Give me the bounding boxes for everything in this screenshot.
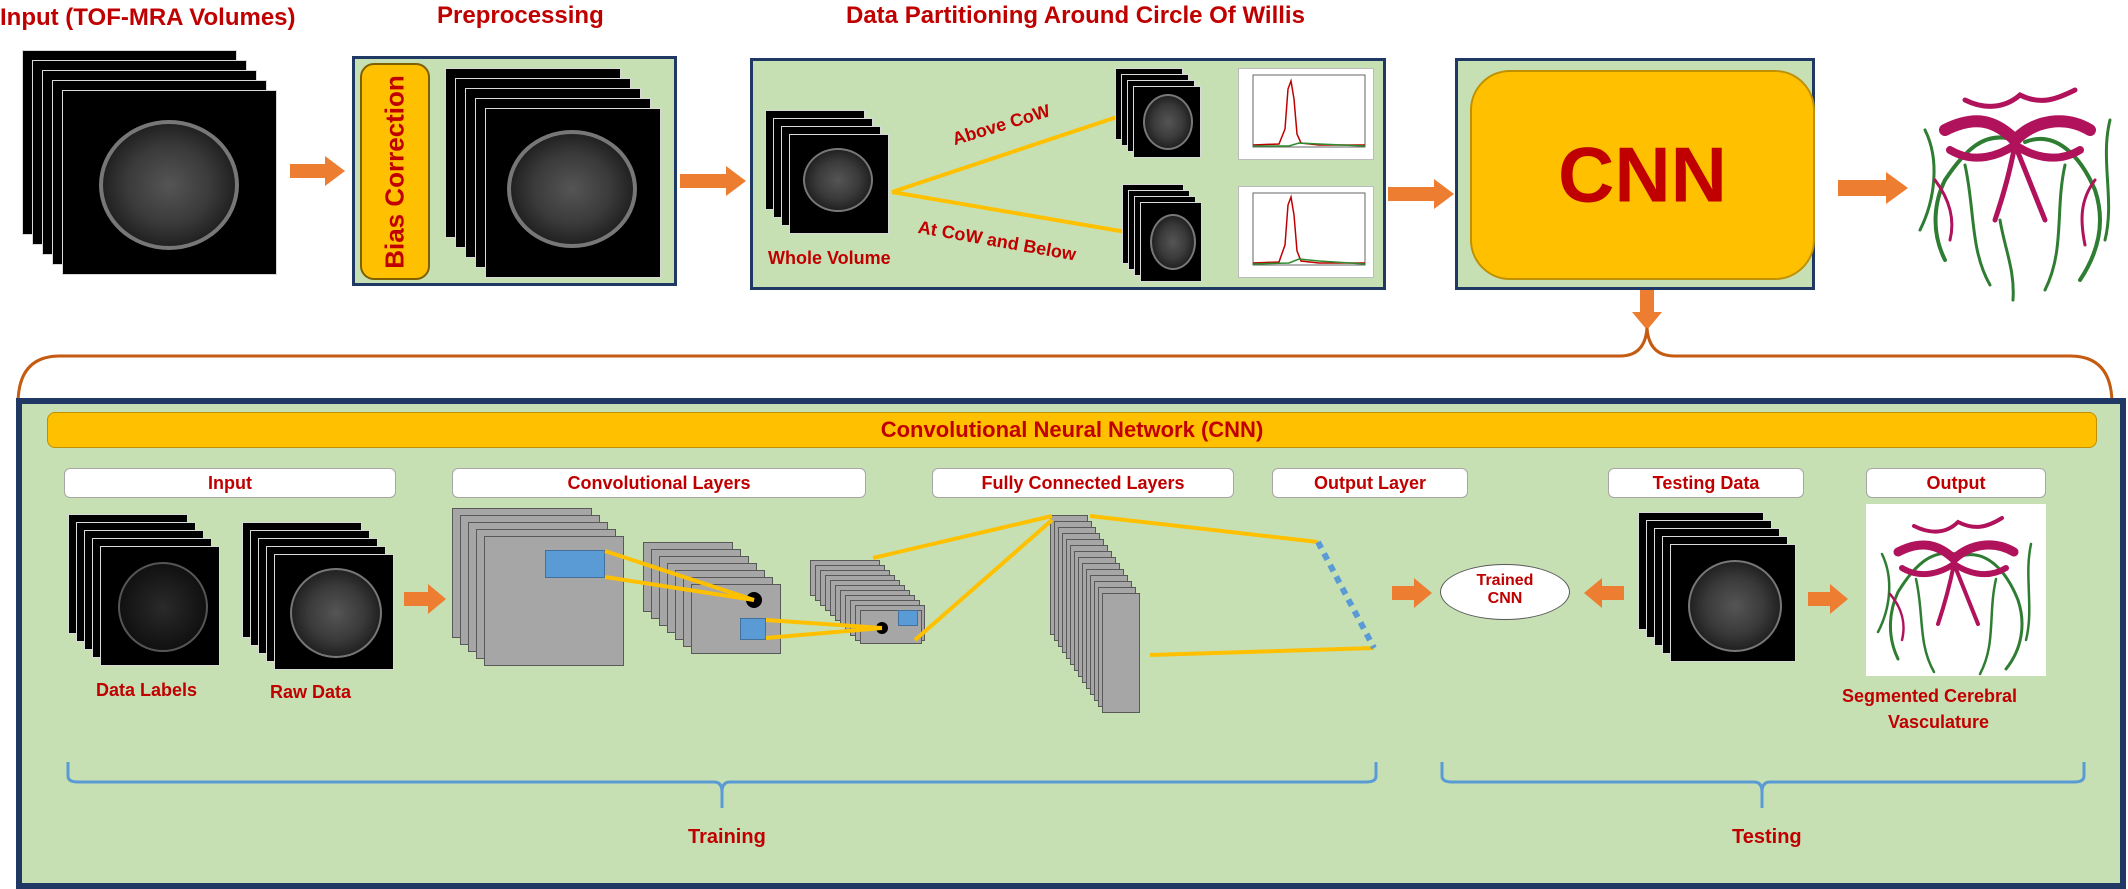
right-arrow-icon [1808,584,1848,614]
cnn-banner: Convolutional Neural Network (CNN) [47,412,2097,448]
header-input: Input [64,468,396,498]
data-labels-stack [68,514,228,674]
right-arrow-icon [1388,179,1454,209]
vasculature-image [1918,87,2112,302]
cnn-label: CNN [1558,130,1727,219]
brain-slice-image [1688,560,1782,652]
output-vasculature-box [1866,504,2046,676]
above-cow-stack [1115,68,1203,160]
brain-slice-image [290,568,382,658]
header-conv-layers: Convolutional Layers [452,468,866,498]
brain-slice-image [1143,94,1193,150]
left-arrow-icon [1584,578,1624,608]
expand-bracket [16,327,2114,405]
cnn-block: CNN [1470,70,1815,280]
segmented-caption-line2: Vasculature [1888,712,1990,732]
partition-title: Data Partitioning Around Circle Of Willi… [846,2,1305,29]
brain-slice-image [1150,214,1196,270]
raw-data-stack [242,522,402,674]
header-testing-data: Testing Data [1608,468,1804,498]
data-labels-caption: Data Labels [96,680,198,700]
input-volume-stack [22,50,288,282]
right-arrow-icon [404,584,446,614]
trained-cnn-label-line2: CNN [1487,590,1523,607]
at-cow-stack [1122,184,1204,284]
header-output: Output [1866,468,2046,498]
testing-data-stack [1638,512,1804,670]
segmented-caption-line1: Segmented Cerebral [1842,686,2018,706]
down-arrow-icon [1632,290,1662,330]
header-output-layer: Output Layer [1272,468,1468,498]
histogram-above-cow [1238,68,1374,160]
conv-kernel-3 [898,610,918,626]
histogram-at-cow [1238,186,1374,278]
header-fc-layers: Fully Connected Layers [932,468,1234,498]
cnn-banner-label: Convolutional Neural Network (CNN) [880,417,1264,442]
partition-lines [891,114,1127,234]
brain-slice-image [803,148,873,212]
conv-kernel-2 [740,618,766,640]
right-arrow-icon [290,156,345,186]
raw-data-caption: Raw Data [270,682,352,702]
brain-slice-image [507,130,637,248]
vasculature-image [1876,516,2033,676]
whole-volume-stack [765,110,895,240]
right-arrow-icon [1392,578,1432,608]
training-label: Training [688,826,766,848]
trained-cnn-node: Trained CNN [1440,564,1570,620]
fc-layer-stack [1050,515,1155,713]
brain-slice-image [118,562,208,652]
whole-volume-label: Whole Volume [768,248,891,268]
preprocessed-volume-stack [445,68,671,282]
right-arrow-icon [1838,172,1908,204]
preprocessing-title: Preprocessing [437,2,604,29]
trained-cnn-label-line1: Trained [1476,572,1534,589]
brain-slice-image [99,120,239,250]
right-arrow-icon [680,166,746,196]
testing-label: Testing [1732,826,1802,848]
bias-correction-block: Bias Correction [360,63,430,280]
conv-kernel-1 [545,550,605,578]
input-title: Input (TOF-MRA Volumes) [0,4,296,31]
